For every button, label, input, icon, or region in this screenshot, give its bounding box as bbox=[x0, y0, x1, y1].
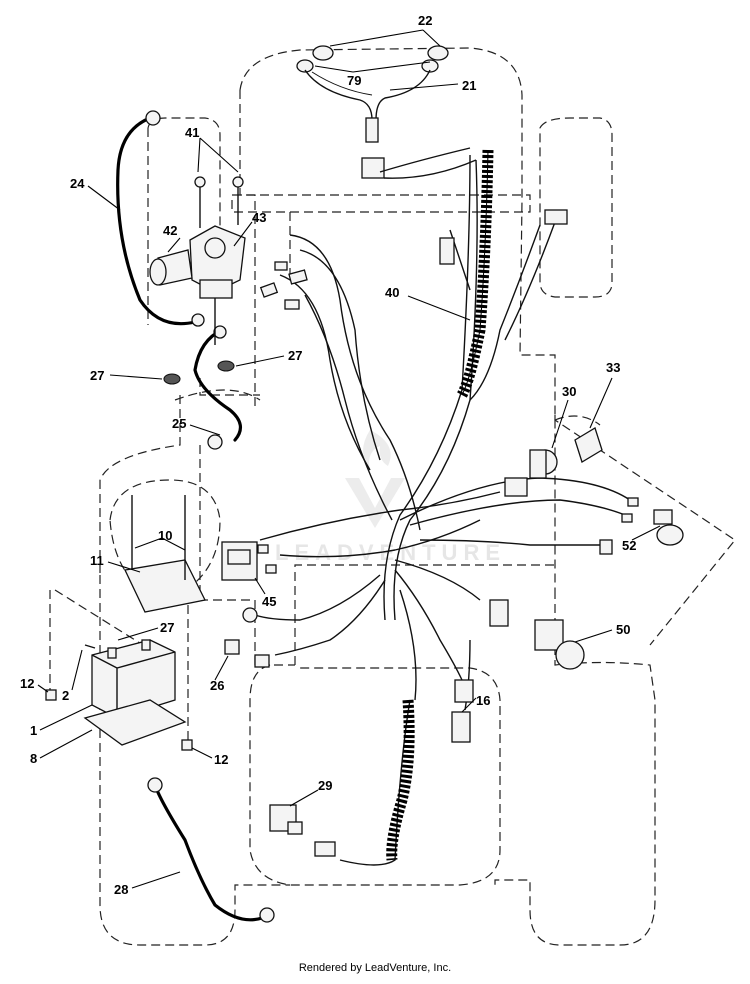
callout-45: 45 bbox=[262, 594, 276, 609]
callout-12-left: 12 bbox=[20, 676, 34, 691]
ring-terminal-24a bbox=[145, 110, 161, 126]
callout-41: 41 bbox=[185, 125, 199, 140]
connector-a bbox=[439, 237, 455, 265]
callout-27-left: 27 bbox=[90, 368, 104, 383]
cable-25 bbox=[193, 328, 242, 442]
headlights bbox=[296, 45, 449, 179]
callout-27-right: 27 bbox=[288, 348, 302, 363]
battery-cables bbox=[116, 110, 275, 923]
headlight-connector bbox=[365, 117, 379, 143]
headlight-bulb-right bbox=[427, 45, 449, 61]
connector-d bbox=[599, 539, 613, 555]
callout-52: 52 bbox=[622, 538, 636, 553]
coiled-loom-lower bbox=[386, 699, 415, 861]
solenoid-43 bbox=[189, 225, 246, 293]
battery-post-a bbox=[107, 647, 117, 659]
callout-42: 42 bbox=[163, 223, 177, 238]
boot-42-end bbox=[149, 258, 167, 286]
switch-50 bbox=[534, 619, 585, 670]
callout-33: 33 bbox=[606, 360, 620, 375]
battery-assembly bbox=[45, 495, 206, 751]
coiled-loom-upper bbox=[457, 149, 494, 398]
connector-e bbox=[489, 599, 509, 627]
callout-27-battery: 27 bbox=[160, 620, 174, 635]
callout-28: 28 bbox=[114, 882, 128, 897]
callout-21: 21 bbox=[462, 78, 476, 93]
switch-33 bbox=[574, 427, 603, 463]
ignition-switch-30 bbox=[529, 449, 558, 479]
cable-24 bbox=[116, 116, 197, 326]
callout-2: 2 bbox=[62, 688, 69, 703]
ring-terminal-28a bbox=[147, 777, 163, 793]
ring-terminal-25a bbox=[213, 325, 227, 339]
ring-terminal-28b bbox=[259, 907, 275, 923]
callout-12-right: 12 bbox=[214, 752, 228, 767]
terminal-c bbox=[284, 299, 300, 310]
callout-43: 43 bbox=[252, 210, 266, 225]
nut-27b bbox=[217, 360, 235, 372]
bulb-52 bbox=[653, 509, 684, 546]
render-credit: Rendered by LeadVenture, Inc. bbox=[298, 962, 452, 974]
cable-28 bbox=[153, 783, 264, 922]
terminal-f bbox=[265, 564, 277, 574]
callout-10: 10 bbox=[158, 528, 172, 543]
callout-16: 16 bbox=[476, 693, 490, 708]
callout-50: 50 bbox=[616, 622, 630, 637]
terminal-h bbox=[621, 513, 633, 523]
terminal-d bbox=[274, 261, 288, 271]
tractor-outline bbox=[49, 47, 736, 946]
battery-post-b bbox=[141, 639, 151, 651]
headlight-bulb-left bbox=[312, 45, 334, 61]
callout-26: 26 bbox=[210, 678, 224, 693]
rods-10 bbox=[131, 495, 186, 580]
connector-16 bbox=[451, 679, 474, 743]
bolt-2 bbox=[84, 644, 96, 649]
terminal-g bbox=[627, 497, 639, 507]
ring-terminal-25b bbox=[207, 434, 223, 450]
callout-11: 11 bbox=[90, 553, 104, 568]
fuse-26 bbox=[224, 607, 270, 668]
nut-27a bbox=[163, 373, 181, 385]
callout-40: 40 bbox=[385, 285, 399, 300]
callout-25: 25 bbox=[172, 416, 186, 431]
hold-down-11 bbox=[124, 559, 206, 613]
headlight-socket-left bbox=[296, 59, 314, 73]
battery-tray-8 bbox=[83, 699, 187, 746]
terminal-a bbox=[259, 282, 279, 298]
switch-29 bbox=[269, 804, 336, 857]
harness-connectors bbox=[257, 209, 639, 627]
hour-meter-45 bbox=[221, 541, 258, 581]
connector-b bbox=[544, 209, 568, 225]
solenoid-post bbox=[204, 237, 226, 259]
harness-plug-top bbox=[361, 157, 385, 179]
solenoid-assembly bbox=[149, 176, 246, 385]
connector-c bbox=[504, 477, 528, 497]
callout-22: 22 bbox=[418, 13, 432, 28]
terminal-b bbox=[288, 269, 308, 285]
callout-29: 29 bbox=[318, 778, 332, 793]
bolt-41b bbox=[232, 176, 244, 188]
solenoid-base bbox=[199, 279, 233, 299]
clip-12a bbox=[45, 689, 57, 701]
callout-30: 30 bbox=[562, 384, 576, 399]
callout-79: 79 bbox=[347, 73, 361, 88]
callout-24: 24 bbox=[70, 176, 85, 191]
callout-numbers: 22 79 21 41 24 42 43 40 27 27 25 30 33 1… bbox=[20, 13, 636, 897]
leader-lines bbox=[37, 29, 661, 889]
ring-terminal-24b bbox=[191, 313, 205, 327]
callout-1: 1 bbox=[30, 723, 37, 738]
callout-8: 8 bbox=[30, 751, 37, 766]
clip-12b bbox=[181, 739, 193, 751]
terminal-e bbox=[257, 544, 269, 554]
bolt-41a bbox=[194, 176, 206, 188]
